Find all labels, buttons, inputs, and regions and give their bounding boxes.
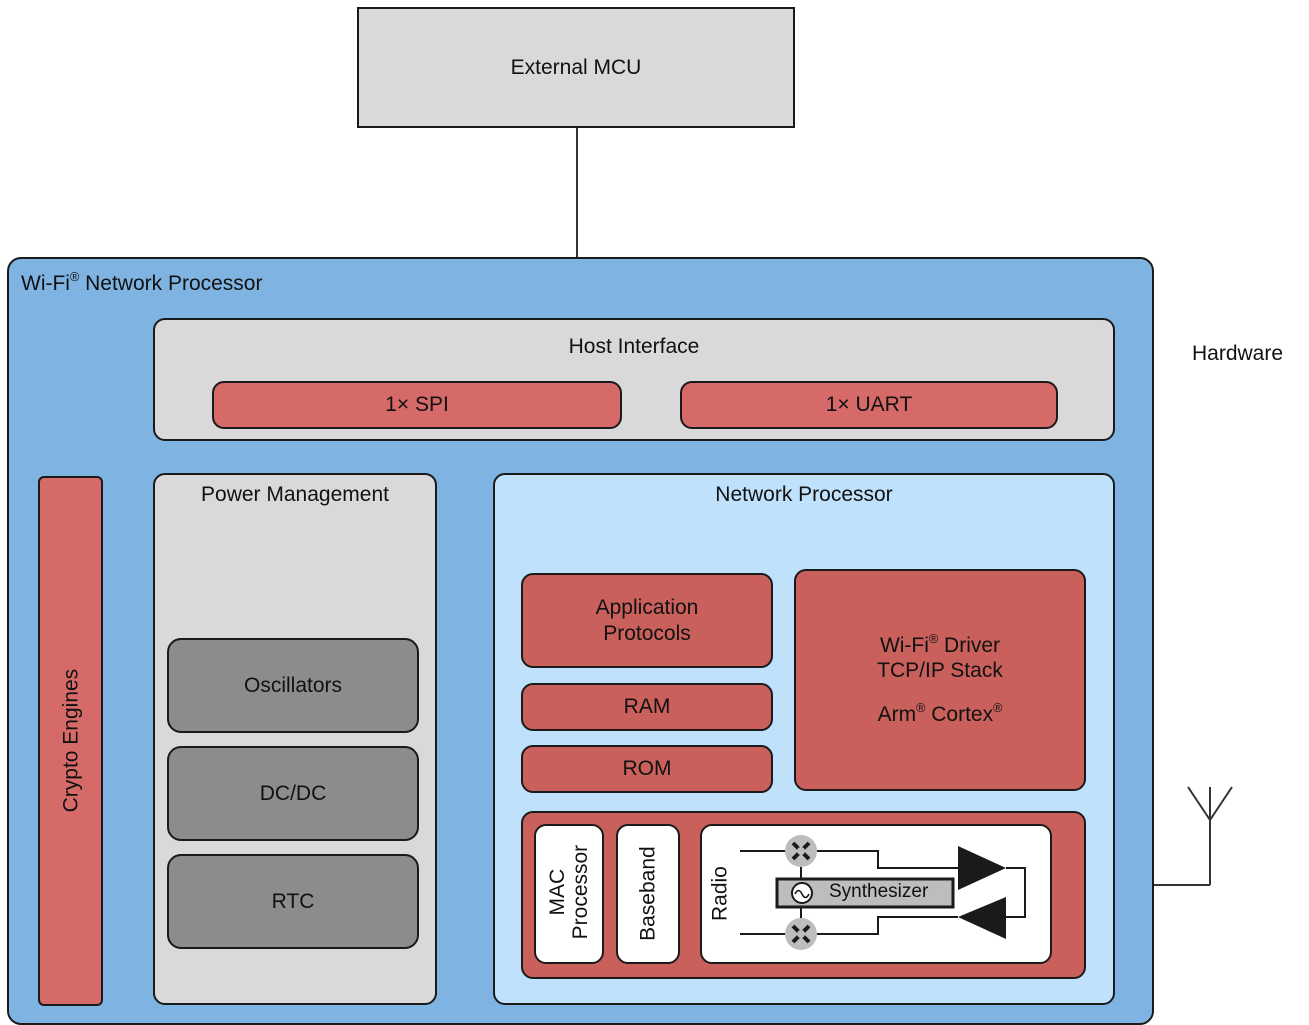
mixer-icon xyxy=(785,918,817,950)
ram-label: RAM xyxy=(623,695,671,719)
rom-label: ROM xyxy=(622,757,672,781)
oscillators-block: Oscillators xyxy=(167,638,419,733)
host-interface-title: Host Interface xyxy=(568,335,700,358)
network-processor-title: Network Processor xyxy=(715,483,893,506)
spi-label: 1× SPI xyxy=(385,393,449,417)
hardware-label: Hardware xyxy=(1192,342,1284,365)
low-noise-amplifier-icon xyxy=(958,897,1006,939)
app-protocols-line1: Application xyxy=(595,596,699,620)
power-amplifier-icon xyxy=(958,846,1006,890)
application-protocols-block: Application Protocols xyxy=(521,573,773,668)
dcdc-block: DC/DC xyxy=(167,746,419,841)
uart-label: 1× UART xyxy=(825,393,913,417)
arm-cortex-label: Arm® Cortex® xyxy=(877,700,1003,726)
external-mcu-label: External MCU xyxy=(510,55,642,79)
rtc-block: RTC xyxy=(167,854,419,949)
spi-block: 1× SPI xyxy=(212,381,622,429)
tcpip-stack-label: TCP/IP Stack xyxy=(877,659,1003,683)
oscillators-label: Oscillators xyxy=(243,673,343,697)
rtc-label: RTC xyxy=(271,889,315,913)
wifi-driver-label: Wi-Fi® Driver xyxy=(879,632,1001,658)
power-management-title: Power Management xyxy=(201,483,389,506)
dcdc-label: DC/DC xyxy=(259,781,327,805)
driver-stack-block: Wi-Fi® Driver TCP/IP Stack Arm® Cortex® xyxy=(794,569,1086,791)
app-protocols-line2: Protocols xyxy=(603,621,691,645)
mixer-icon xyxy=(785,835,817,867)
mac-processor-block xyxy=(534,824,604,964)
synthesizer-label: Synthesizer xyxy=(829,881,929,902)
uart-block: 1× UART xyxy=(680,381,1058,429)
processor-title: Wi-Fi® Network Processor xyxy=(21,270,263,295)
ram-block: RAM xyxy=(521,683,773,731)
baseband-block xyxy=(616,824,680,964)
external-mcu-block: External MCU xyxy=(357,7,795,128)
rom-block: ROM xyxy=(521,745,773,793)
crypto-engines-block xyxy=(38,476,103,1006)
